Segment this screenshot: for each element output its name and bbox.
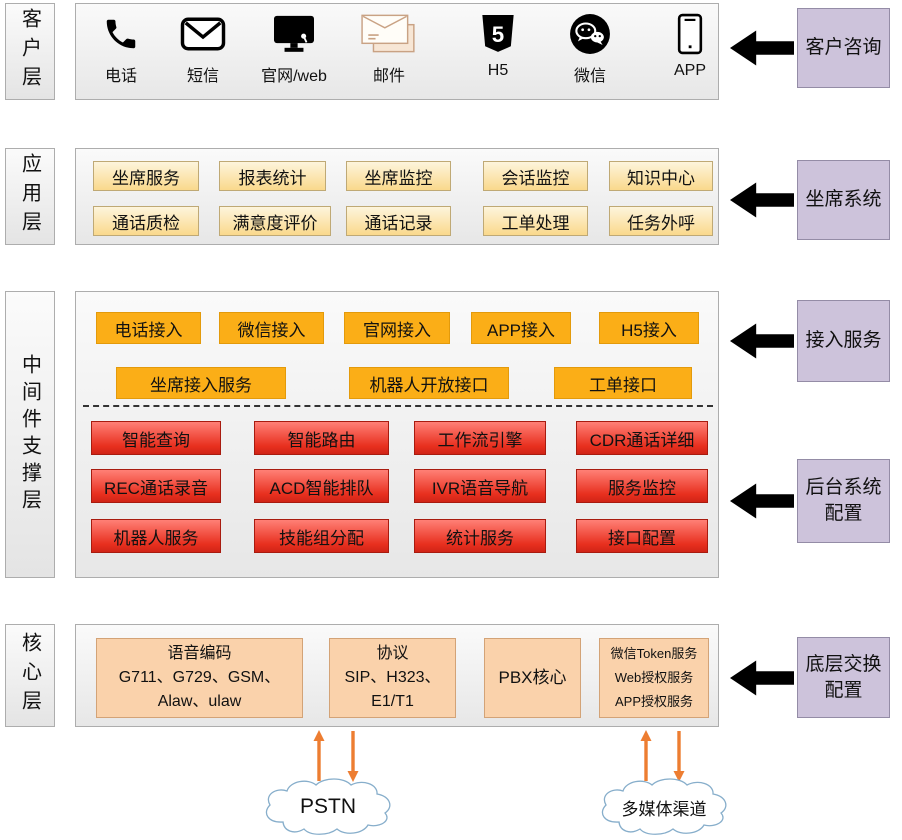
annotation-switch-config: 底层交换 配置 <box>797 637 890 718</box>
up-arrow-multimedia-icon <box>640 730 652 781</box>
app-icon <box>645 10 735 58</box>
core-box-voice-codec: 语音编码 G711、G729、GSM、 Alaw、ulaw <box>96 638 303 718</box>
auth-line2: Web授权服务 <box>614 669 694 685</box>
channel-wechat: 微信 <box>545 10 635 86</box>
backend-box: CDR通话详细 <box>576 421 708 455</box>
backend-box: 工作流引擎 <box>414 421 546 455</box>
access-box: 机器人开放接口 <box>349 367 509 399</box>
backend-box: IVR语音导航 <box>414 469 546 503</box>
backend-box: 技能组分配 <box>254 519 389 553</box>
cloud-shape-icon <box>601 778 727 835</box>
auth-line1: 微信Token服务 <box>610 645 698 661</box>
up-arrow-pstn-icon <box>313 730 325 781</box>
phone-icon <box>76 10 166 58</box>
web-icon <box>249 10 339 58</box>
down-arrow-multimedia-icon <box>673 731 685 782</box>
access-box: 微信接入 <box>219 312 324 344</box>
cloud-shape-icon <box>265 778 391 835</box>
annotation-access-service: 接入服务 <box>797 300 890 382</box>
access-box: 工单接口 <box>554 367 692 399</box>
channel-h5: 5 H5 <box>453 10 543 80</box>
channel-sms-label: 短信 <box>186 68 219 85</box>
backend-box: 智能路由 <box>254 421 389 455</box>
voice-codec-line2: G711、G729、GSM、 <box>118 669 281 686</box>
annotation-backend-config: 后台系统 配置 <box>797 459 890 543</box>
backend-box: 统计服务 <box>414 519 546 553</box>
layer-label-application: 应用层 <box>5 148 55 245</box>
channel-web: 官网/web <box>249 10 339 86</box>
layer-label-customer-text: 客户层 <box>18 8 41 95</box>
arrow-agent-icon <box>730 182 794 218</box>
annotation-customer: 客户咨询 <box>797 8 890 88</box>
auth-line3: APP授权服务 <box>614 694 693 710</box>
email-icon <box>344 10 434 58</box>
core-panel: 语音编码 G711、G729、GSM、 Alaw、ulaw 协议 SIP、H32… <box>75 624 719 727</box>
layer-label-application-text: 应用层 <box>18 153 41 240</box>
wechat-icon <box>545 10 635 58</box>
voice-codec-title: 语音编码 <box>167 645 232 662</box>
app-box: 报表统计 <box>219 161 326 191</box>
access-backend-divider <box>83 405 713 407</box>
voice-codec-line3: Alaw、ulaw <box>157 693 242 710</box>
protocol-line2: SIP、H323、 <box>344 669 441 686</box>
backend-box: 服务监控 <box>576 469 708 503</box>
layer-label-middleware-text: 中间件支撑层 <box>18 353 41 516</box>
access-box: 电话接入 <box>96 312 201 344</box>
app-box: 会话监控 <box>483 161 588 191</box>
cloud-pstn-label: PSTN <box>299 795 356 818</box>
layer-label-core-text: 核心层 <box>18 632 41 719</box>
channel-app-label: APP <box>673 62 706 79</box>
access-box: H5接入 <box>599 312 699 344</box>
layer-label-core: 核心层 <box>5 624 55 727</box>
application-panel: 坐席服务 报表统计 坐席监控 会话监控 知识中心 通话质检 满意度评价 通话记录… <box>75 148 719 245</box>
backend-box: 智能查询 <box>91 421 221 455</box>
access-box: 坐席接入服务 <box>116 367 286 399</box>
sms-icon <box>158 10 248 58</box>
app-box: 通话记录 <box>346 206 451 236</box>
channel-app: APP <box>645 10 735 80</box>
app-box: 满意度评价 <box>219 206 331 236</box>
cloud-multimedia-label: 多媒体渠道 <box>621 799 707 819</box>
down-arrow-pstn-icon <box>347 731 359 782</box>
app-box: 任务外呼 <box>609 206 713 236</box>
channel-web-label: 官网/web <box>261 68 327 85</box>
access-box: 官网接入 <box>344 312 450 344</box>
channel-phone-label: 电话 <box>104 68 137 85</box>
arrow-customer-icon <box>730 30 794 66</box>
app-box: 工单处理 <box>483 206 588 236</box>
arrow-core-icon <box>730 660 794 696</box>
cloud-pstn: PSTN <box>258 776 398 838</box>
layer-label-customer: 客户层 <box>5 3 55 100</box>
app-box: 知识中心 <box>609 161 713 191</box>
channel-phone: 电话 <box>76 10 166 86</box>
core-box-protocol: 协议 SIP、H323、 E1/T1 <box>329 638 456 718</box>
channel-h5-label: H5 <box>487 62 509 79</box>
app-box: 坐席监控 <box>346 161 451 191</box>
protocol-title: 协议 <box>376 645 409 662</box>
cloud-multimedia: 多媒体渠道 <box>594 776 734 838</box>
channel-wechat-label: 微信 <box>573 68 606 85</box>
channel-email-label: 邮件 <box>372 68 405 85</box>
backend-box: ACD智能排队 <box>254 469 389 503</box>
customer-channels-panel: 电话 短信 官网/web 邮件 5 H5 <box>75 3 719 100</box>
core-box-pbx: PBX核心 <box>484 638 581 718</box>
arrow-access-icon <box>730 323 794 359</box>
arrow-backend-icon <box>730 483 794 519</box>
svg-text:5: 5 <box>492 22 504 47</box>
backend-box: 机器人服务 <box>91 519 221 553</box>
access-box: APP接入 <box>471 312 571 344</box>
h5-icon: 5 <box>453 10 543 58</box>
middleware-panel: 电话接入 微信接入 官网接入 APP接入 H5接入 坐席接入服务 机器人开放接口… <box>75 291 719 578</box>
protocol-line3: E1/T1 <box>371 693 414 710</box>
app-box: 坐席服务 <box>93 161 199 191</box>
layer-label-middleware: 中间件支撑层 <box>5 291 55 578</box>
core-box-auth: 微信Token服务 Web授权服务 APP授权服务 <box>599 638 709 718</box>
backend-box: REC通话录音 <box>91 469 221 503</box>
backend-box: 接口配置 <box>576 519 708 553</box>
annotation-agent-system: 坐席系统 <box>797 160 890 240</box>
channel-sms: 短信 <box>158 10 248 86</box>
channel-email: 邮件 <box>344 10 434 86</box>
app-box: 通话质检 <box>93 206 199 236</box>
